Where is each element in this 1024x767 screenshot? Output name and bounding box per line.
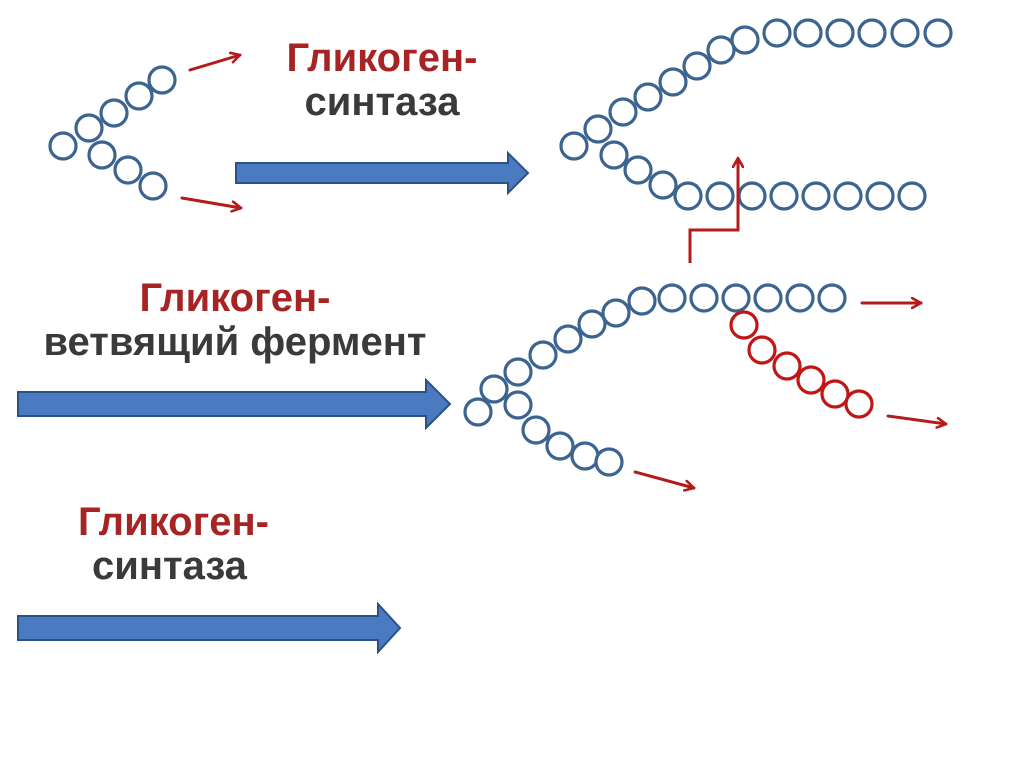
glucose-residue [673, 181, 703, 211]
growth-arrow [180, 196, 243, 208]
glucose-residue [705, 181, 735, 211]
glucose-residue [147, 65, 177, 95]
enzyme-label-line-2: синтаза [304, 80, 460, 124]
glucose-residue [729, 310, 759, 340]
glucose-residue [747, 335, 777, 365]
branch-transfer-arrow [688, 158, 738, 263]
glucose-residue [825, 18, 855, 48]
enzyme-label-line-1: Гликоген- [286, 36, 478, 80]
glucose-residue [753, 283, 783, 313]
glucose-residue [833, 181, 863, 211]
glucose-residue [528, 340, 558, 370]
glucose-residue [689, 283, 719, 313]
glucose-residue [857, 18, 887, 48]
enzyme-label-glycogen-synthase-1: Гликоген- синтаза [262, 36, 502, 124]
glucose-residue [553, 324, 583, 354]
glucose-residue [801, 181, 831, 211]
glucose-residue [594, 447, 624, 477]
glucose-residue [769, 181, 799, 211]
glucose-residue [87, 140, 117, 170]
glucose-residue [817, 283, 847, 313]
glucose-residue [730, 25, 760, 55]
glucose-residue [113, 155, 143, 185]
glucose-residue [820, 379, 850, 409]
glucose-residue [599, 140, 629, 170]
chain-growth-arrows [180, 55, 948, 488]
glycogen-molecules [48, 18, 953, 477]
glucose-residue [648, 170, 678, 200]
growth-arrow [188, 55, 242, 72]
glucose-residue [897, 181, 927, 211]
glucose-residue [521, 415, 551, 445]
process-arrow-3 [17, 601, 402, 655]
glucose-residue [503, 357, 533, 387]
enzyme-label-line-1: Гликоген- [139, 276, 331, 320]
glucose-residue [577, 309, 607, 339]
glucose-residue [865, 181, 895, 211]
glucose-residue [627, 286, 657, 316]
enzyme-label-branching-enzyme: Гликоген- ветвящий фермент [14, 276, 456, 364]
glucose-residue [138, 171, 168, 201]
process-arrows [17, 150, 530, 655]
glucose-residue [74, 113, 104, 143]
glucose-residue [785, 283, 815, 313]
glucose-residue [657, 283, 687, 313]
glucose-residue [601, 298, 631, 328]
glucose-residue [658, 67, 688, 97]
glucose-residue [570, 441, 600, 471]
glucose-residue [545, 431, 575, 461]
glucose-residue [762, 18, 792, 48]
glucose-residue [559, 131, 589, 161]
glucose-residue [503, 390, 533, 420]
glucose-residue [479, 374, 509, 404]
glucose-residue [721, 283, 751, 313]
glucose-residue [124, 81, 154, 111]
glucose-residue [923, 18, 953, 48]
glucose-residue [463, 397, 493, 427]
glucose-residue [772, 351, 802, 381]
glucose-residue [796, 365, 826, 395]
glucose-residue [633, 82, 663, 112]
glucose-residue [706, 35, 736, 65]
glucose-residue [623, 155, 653, 185]
enzyme-label-line-2: ветвящий фермент [43, 320, 427, 364]
growth-arrow [633, 470, 696, 488]
glucose-residue [48, 131, 78, 161]
glucose-residue [682, 51, 712, 81]
process-arrow-2 [17, 377, 452, 431]
glucose-residue [99, 98, 129, 128]
growth-arrow [886, 414, 948, 424]
enzyme-label-line-1: Гликоген- [78, 500, 269, 544]
process-arrow-1 [235, 150, 530, 196]
enzyme-label-line-2: синтаза [92, 544, 247, 588]
glucose-residue [890, 18, 920, 48]
glucose-residue [608, 97, 638, 127]
enzyme-label-glycogen-synthase-2: Гликоген- синтаза [78, 500, 338, 588]
glucose-residue [583, 114, 613, 144]
glucose-residue [737, 181, 767, 211]
glucose-residue [793, 18, 823, 48]
glucose-residue [844, 389, 874, 419]
